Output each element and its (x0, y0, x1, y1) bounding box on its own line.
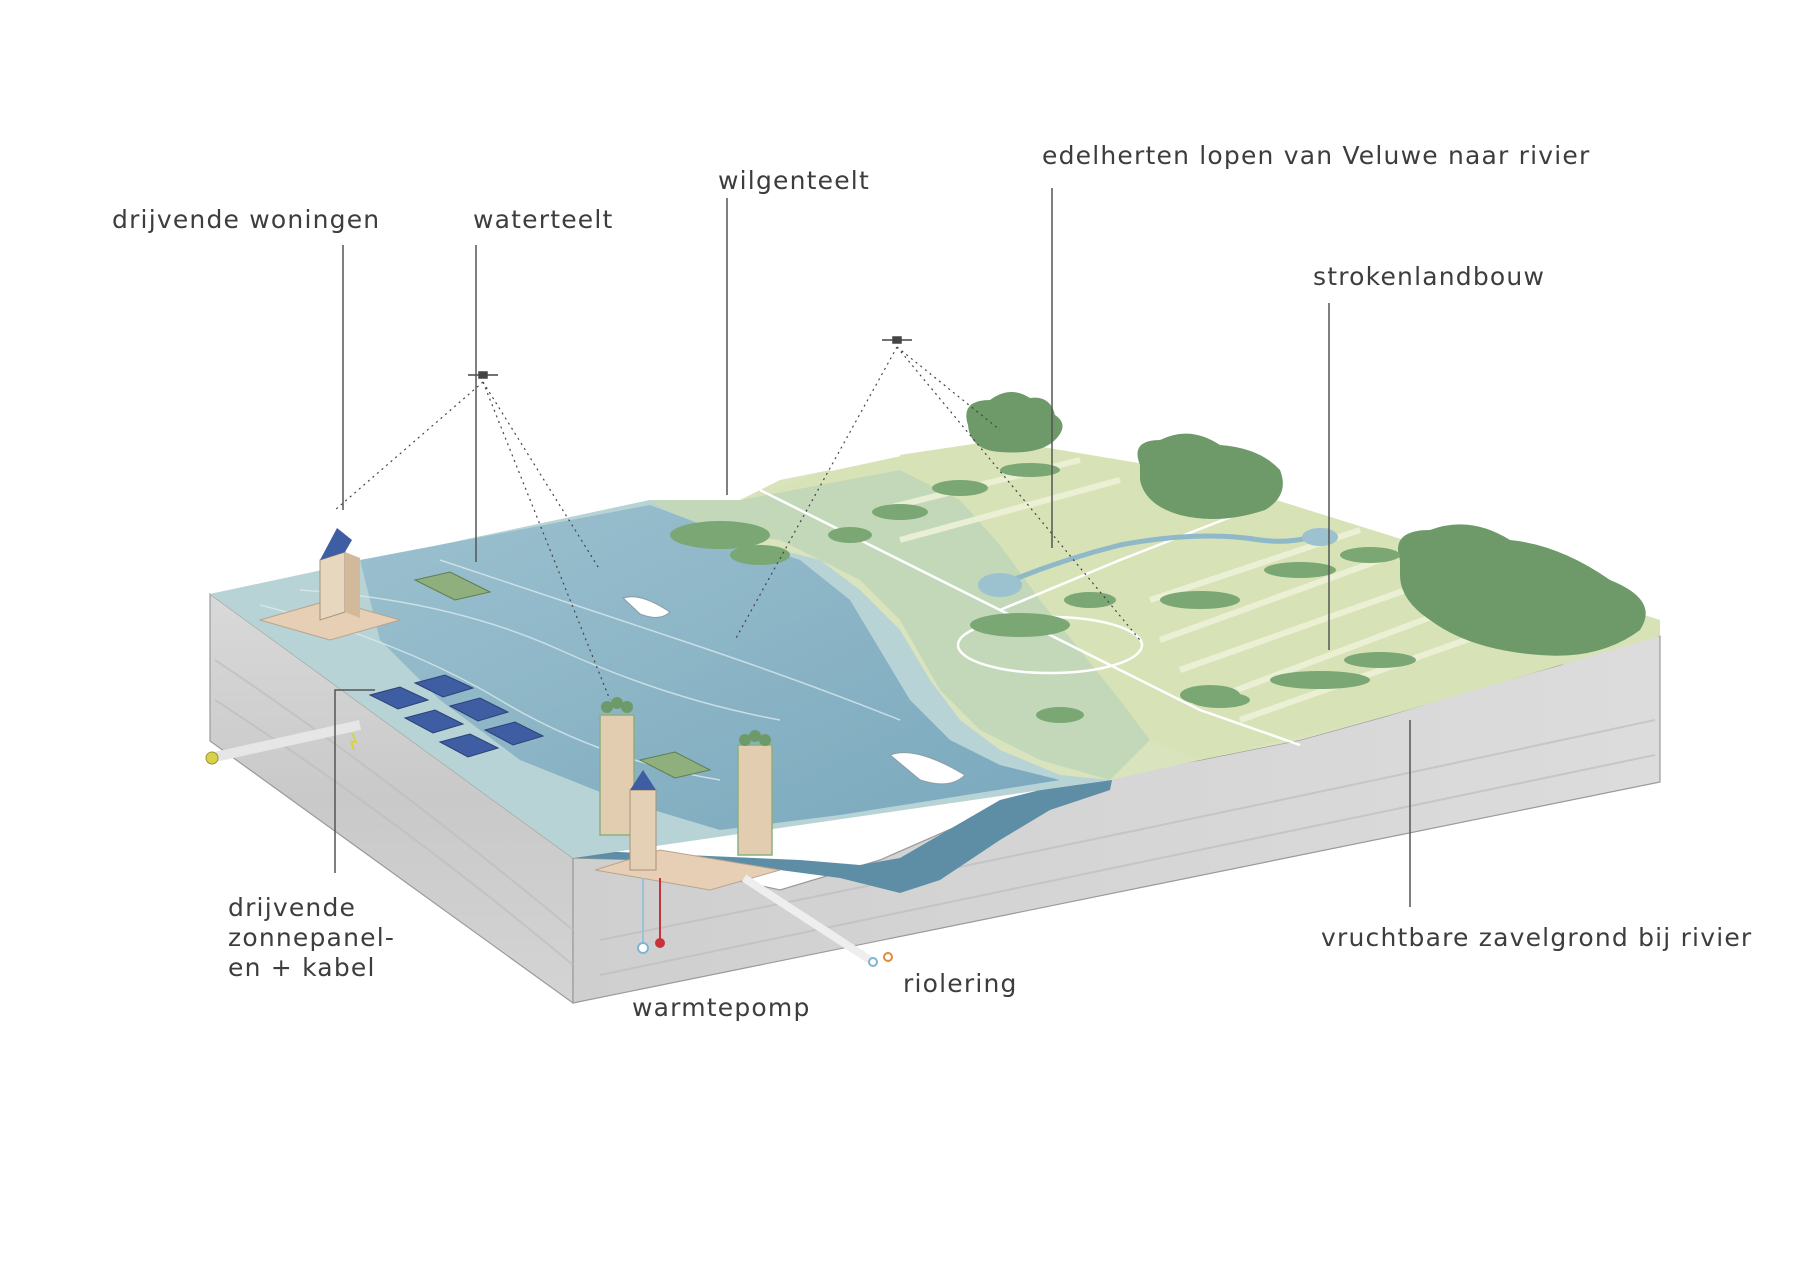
drones (334, 336, 1141, 701)
forest-middle (1137, 433, 1283, 519)
label-drijvende-woningen: drijvende woningen (112, 205, 381, 234)
label-strokenlandbouw: strokenlandbouw (1313, 262, 1546, 291)
forest-top (966, 391, 1063, 453)
label-edelherten: edelherten lopen van Veluwe naar rivier (1042, 141, 1591, 170)
soil-strata (214, 659, 1656, 976)
label-wilgenteelt: wilgenteelt (718, 166, 870, 195)
pipe-red (655, 938, 665, 948)
leader-lines (334, 188, 1411, 907)
aquaculture-beds (413, 571, 712, 779)
drone-2-icon (882, 336, 912, 344)
pond-2 (1302, 528, 1338, 546)
label-zavelgrond: vruchtbare zavelgrond bij rivier (1321, 923, 1753, 952)
river-channel (360, 505, 1060, 830)
sewer-pipe-end (868, 957, 878, 967)
floating-homes (258, 528, 781, 891)
soil-block (209, 592, 1661, 1005)
pond (978, 573, 1022, 597)
pipe-blue (637, 942, 649, 954)
river-section (573, 780, 1112, 893)
label-zonnepanelen-line-1: drijvende (228, 893, 357, 922)
boats (621, 596, 966, 785)
floodplain-zone (650, 470, 1150, 780)
label-zonnepanelen-line-3: en + kabel (228, 953, 376, 982)
label-zonnepanelen-line-2: zonnepanel- (228, 923, 396, 952)
label-riolering: riolering (903, 969, 1018, 998)
stream (999, 527, 1332, 588)
sewer-pipe-end-2 (883, 952, 893, 962)
cable-end-yellow (205, 751, 219, 765)
label-zonnepanelen: drijvende zonnepanel- en + kabel (228, 893, 395, 983)
drone-1-icon (468, 371, 498, 379)
forest-right (1398, 524, 1646, 656)
solar-panels (368, 674, 545, 758)
label-waterteelt: waterteelt (473, 205, 614, 234)
vegetation (670, 391, 1646, 723)
lightning-icon (349, 732, 358, 751)
cables-pipes (205, 720, 893, 967)
label-warmtepomp: warmtepomp (632, 993, 811, 1022)
